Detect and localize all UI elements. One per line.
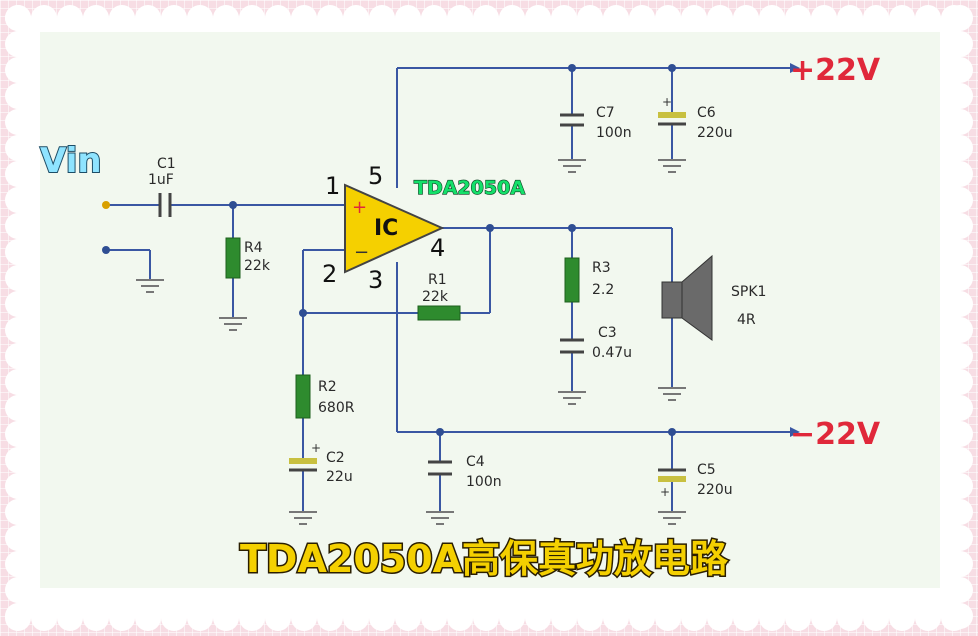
- speaker-icon: [661, 254, 713, 341]
- r2-name: R2: [318, 379, 337, 395]
- ground-icon: [289, 511, 317, 525]
- electrolytic-capacitor-c2-icon: +: [289, 441, 321, 472]
- ground-icon: [558, 159, 586, 173]
- vin-label: Vin: [40, 141, 102, 181]
- ic-part-number: TDA2050A: [414, 177, 525, 199]
- pin-3-label: 3: [368, 266, 383, 294]
- svg-text:+: +: [660, 485, 670, 499]
- resistor-r2-icon: [295, 374, 311, 419]
- ic-amplifier-icon: [344, 183, 445, 274]
- c6-name: C6: [697, 105, 716, 121]
- ground-icon: [136, 279, 164, 293]
- c3-name: C3: [598, 325, 617, 341]
- junction-dots: [229, 64, 676, 436]
- ground-icon: [658, 511, 686, 525]
- spk1-value: 4R: [737, 312, 756, 328]
- capacitor-c7-icon: [560, 113, 584, 127]
- capacitor-c3-icon: [560, 338, 584, 354]
- capacitor-c4-icon: [428, 460, 452, 476]
- c5-value: 220u: [697, 482, 733, 498]
- electrolytic-capacitor-c6-icon: +: [658, 95, 686, 126]
- pin-1-label: 1: [325, 172, 340, 200]
- ground-icon: [658, 387, 686, 401]
- svg-text:+: +: [662, 95, 672, 109]
- svg-text:+: +: [311, 441, 321, 455]
- neg-rail-label: −22V: [790, 417, 881, 452]
- pin-4-label: 4: [430, 234, 445, 262]
- resistor-r3-icon: [564, 257, 580, 303]
- neg-rail-arrow-icon: [790, 427, 800, 437]
- resistor-r1-icon: [417, 305, 461, 321]
- ic-plus-sign: +: [352, 197, 367, 218]
- ic-label: IC: [374, 216, 398, 241]
- r1-name: R1: [428, 272, 447, 288]
- diagram-title: TDA2050A高保真功放电路: [240, 537, 729, 581]
- c4-name: C4: [466, 454, 485, 470]
- c6-value: 220u: [697, 125, 733, 141]
- pin-2-label: 2: [322, 260, 337, 288]
- capacitor-c1-icon: [158, 193, 172, 217]
- ground-icon: [426, 511, 454, 525]
- ground-icons: [136, 159, 686, 525]
- pos-rail-label: +22V: [790, 53, 881, 88]
- ground-icon: [658, 159, 686, 173]
- input-ground-terminal-icon: [102, 246, 110, 254]
- r2-value: 680R: [318, 400, 355, 416]
- pos-rail-arrow-icon: [790, 63, 800, 73]
- r1-value: 22k: [422, 289, 449, 305]
- c7-value: 100n: [596, 125, 632, 141]
- r3-value: 2.2: [592, 282, 614, 298]
- c5-name: C5: [697, 462, 716, 478]
- ground-icon: [558, 391, 586, 405]
- pin-5-label: 5: [368, 162, 383, 190]
- input-terminal-icon: [102, 201, 110, 209]
- ground-icon: [219, 317, 247, 331]
- c1-value: 1uF: [148, 172, 174, 188]
- c7-name: C7: [596, 105, 615, 121]
- ic-minus-sign: −: [354, 242, 369, 263]
- electrolytic-capacitor-c5-icon: +: [658, 468, 686, 499]
- r4-name: R4: [244, 240, 263, 256]
- wires: [106, 67, 790, 512]
- resistor-r4-icon: [225, 237, 241, 279]
- c2-value: 22u: [326, 469, 353, 485]
- c3-value: 0.47u: [592, 345, 632, 361]
- c4-value: 100n: [466, 474, 502, 490]
- r3-name: R3: [592, 260, 611, 276]
- spk1-name: SPK1: [731, 284, 766, 300]
- c1-name: C1: [157, 156, 176, 172]
- c2-name: C2: [326, 450, 345, 466]
- r4-value: 22k: [244, 258, 271, 274]
